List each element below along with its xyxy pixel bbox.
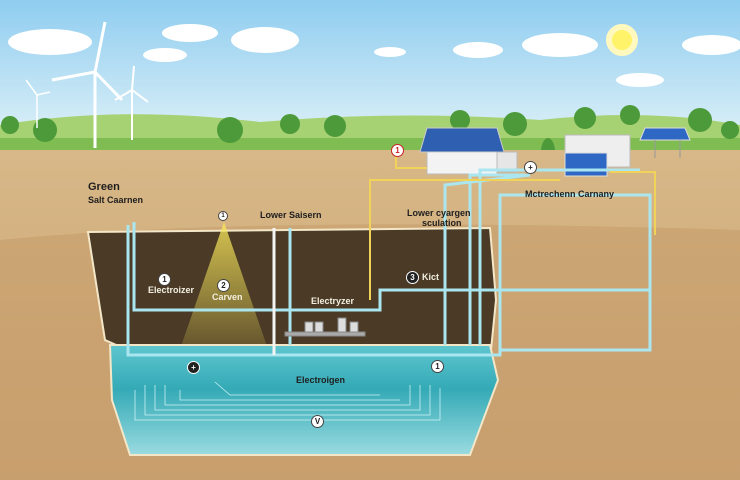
marker-shaft-top: 1 xyxy=(218,211,228,221)
marker-junction: + xyxy=(524,161,537,174)
lower-saisern-label: Lower Saisern xyxy=(260,210,322,220)
grass xyxy=(0,138,740,152)
carven-label: Carven xyxy=(212,292,243,302)
kict-label: Kict xyxy=(422,272,440,282)
sun-icon xyxy=(606,24,638,56)
electroizer-label: Electroizer xyxy=(148,285,195,295)
house xyxy=(419,127,631,175)
electryzer-label: Electryzer xyxy=(311,296,355,306)
title-line1: Green xyxy=(88,181,120,193)
lower-cyargen-label: Lower cyargen xyxy=(407,208,471,218)
power-lines xyxy=(369,152,656,300)
electroigen-label: Electroigen xyxy=(296,375,346,385)
marker-bottom: V xyxy=(311,415,324,428)
wind-turbines xyxy=(25,21,149,148)
marker-water-right: 1 xyxy=(431,360,444,373)
title-line2: Salt Caarnen xyxy=(88,195,144,205)
marker-carven: 2 xyxy=(217,279,230,292)
company-label: Mctrechenn Carnany xyxy=(525,189,615,199)
marker-water-left: + xyxy=(187,361,200,374)
sculation-label: sculation xyxy=(422,218,462,228)
pipes xyxy=(126,168,652,357)
marker-kict: 3 xyxy=(406,271,419,284)
marker-electroizer: 1 xyxy=(158,273,171,286)
marker-house: 1 xyxy=(391,144,404,157)
flow-lines xyxy=(134,381,441,421)
clouds xyxy=(8,24,740,87)
electrolyzer-units xyxy=(284,317,366,337)
